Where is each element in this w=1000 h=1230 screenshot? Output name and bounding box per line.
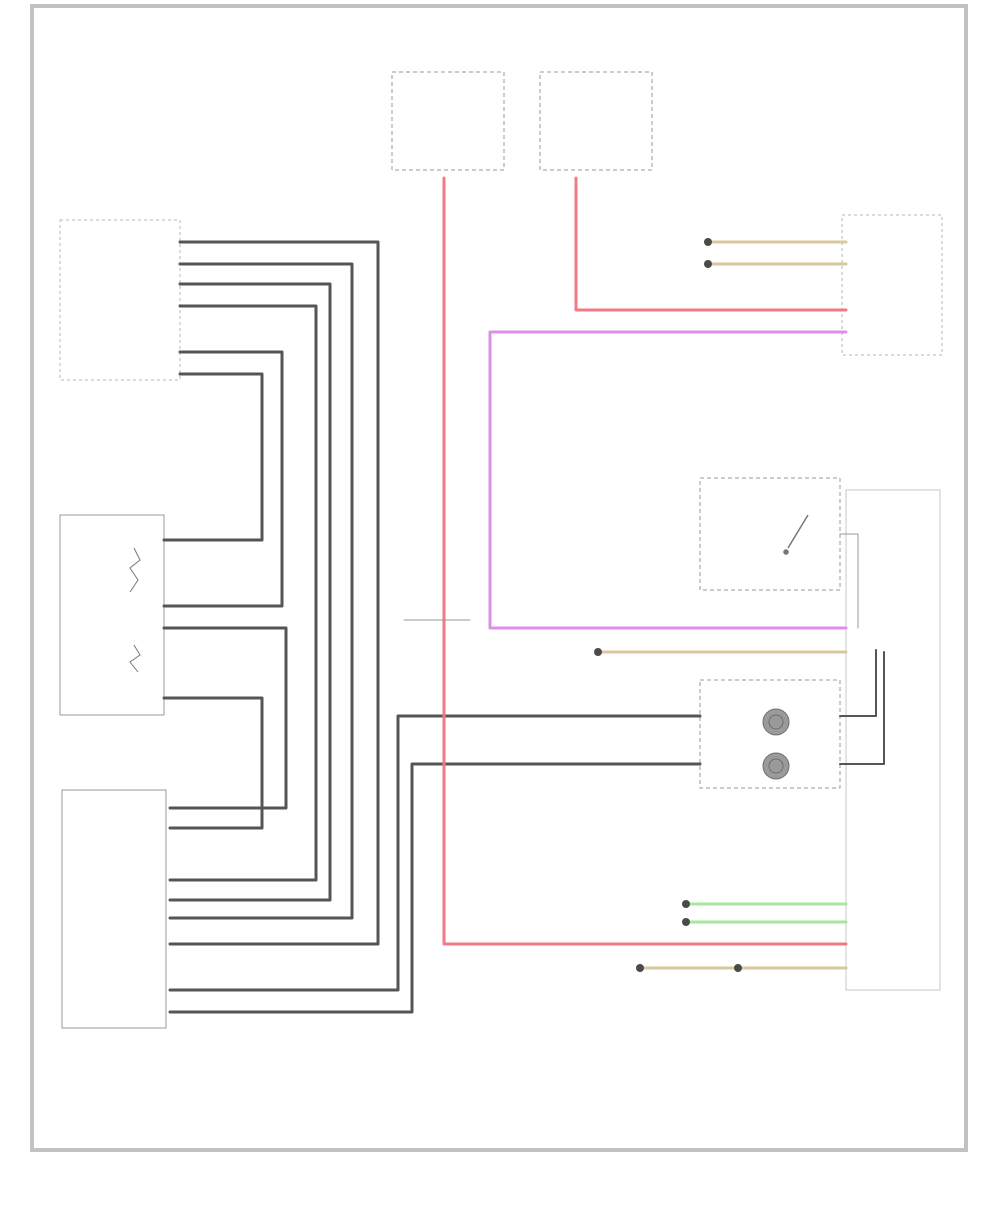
wire-dashed-switch [839,533,859,629]
wire-group [162,176,885,1014]
wire-bundle-4 [168,304,318,882]
splice-dot-6 [636,964,644,972]
splice-dots [594,238,742,972]
switch-symbol [783,514,809,555]
splice-dot-1 [704,238,712,246]
module-right-lower [845,489,941,991]
module-left-upper [59,219,181,381]
wire-sensor-d [162,696,264,830]
fuse-box-left [391,71,505,171]
wire-sensor-c [162,626,288,810]
fuse-box-right [539,71,653,171]
clockspring-coil-1 [762,708,790,736]
wire-cs-out-2 [839,651,885,765]
clockspring-coil-2 [762,752,790,780]
wire-bundle-2 [168,262,354,920]
splice-dot-7 [734,964,742,972]
sensor-symbol-upper [129,547,141,593]
module-lower-left [61,789,167,1029]
wire-red-left-fuse [442,176,848,946]
wire-cs-out-1 [839,649,877,717]
wire-sensor-a [162,350,284,608]
sensor-symbol-lower [129,644,141,673]
wire-clockspring-2 [168,762,702,1014]
splice-dot-4 [682,900,690,908]
splice-dot-5 [682,918,690,926]
module-right-upper [841,214,943,356]
wire-violet [488,330,848,630]
module-clockspring [699,679,841,789]
splice-dot-2 [704,260,712,268]
diagram-border [30,4,968,1152]
wire-clockspring-1 [168,714,702,992]
wire-bundle-1 [168,240,380,946]
module-steering-angle-sensor [59,514,165,716]
splice-dot-3 [594,648,602,656]
wire-bundle-3 [168,282,332,902]
wire-sensor-b [162,372,264,542]
wire-red-right-fuse [574,176,848,312]
